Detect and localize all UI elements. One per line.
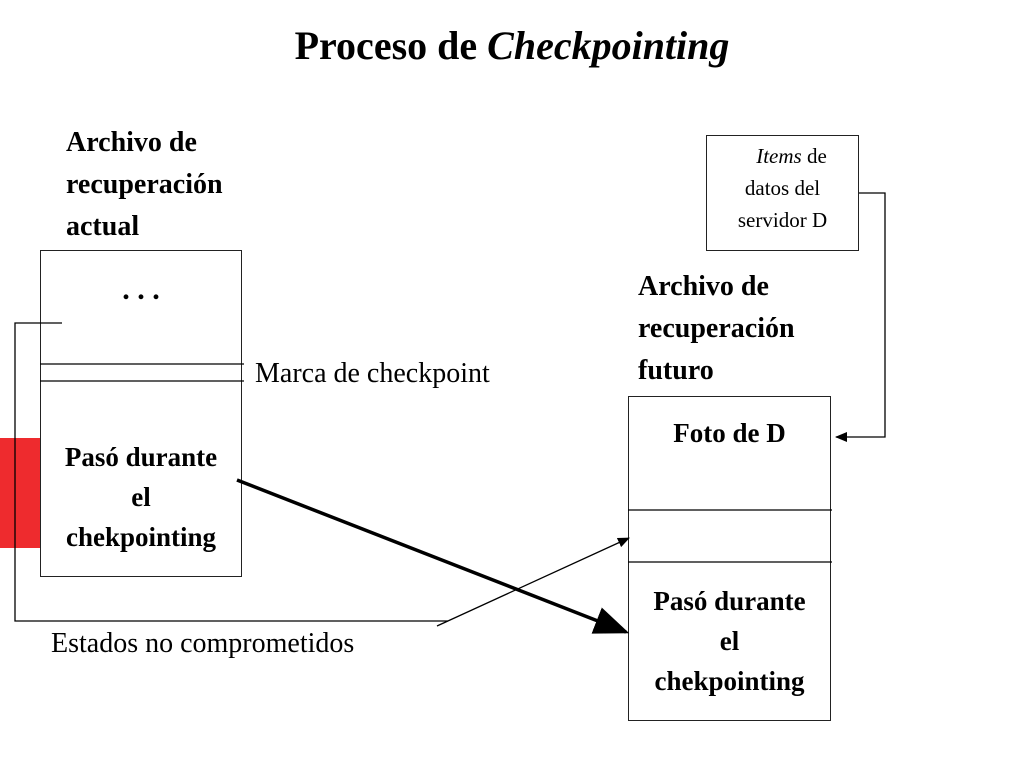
current-file-heading: Archivo de recuperación actual bbox=[66, 122, 223, 248]
current-file-section-line-3: chekpointing bbox=[65, 522, 217, 552]
checkpoint-mark-label: Marca de checkpoint bbox=[255, 358, 490, 389]
uncommitted-bracket bbox=[14, 322, 448, 622]
server-items-text: Items de datos del servidor D bbox=[706, 140, 859, 236]
current-file-heading-line-2: recuperación bbox=[66, 169, 223, 200]
server-items-rest: de bbox=[801, 144, 827, 168]
future-file-heading-line-2: recuperación bbox=[638, 313, 795, 344]
future-file-section: Pasó durante el chekpointing bbox=[628, 581, 831, 701]
current-file-section-line-1: Pasó durante bbox=[64, 442, 218, 472]
future-file-section-line-1: Pasó durante bbox=[653, 586, 806, 616]
page-title: Proceso de Checkpointing bbox=[0, 22, 1024, 69]
current-file-heading-line-1: Archivo de bbox=[66, 127, 197, 158]
current-file-box bbox=[40, 250, 242, 577]
server-items-box bbox=[706, 135, 859, 251]
title-prefix: Proceso de bbox=[294, 23, 488, 68]
current-file-section-line-2: el bbox=[131, 482, 151, 512]
title-italic: Checkpointing bbox=[487, 23, 730, 68]
current-file-ellipsis: . . . bbox=[122, 273, 160, 306]
server-items-italic: Items bbox=[756, 144, 802, 168]
current-file-heading-line-3: actual bbox=[66, 211, 140, 242]
replay-arrow bbox=[236, 478, 630, 634]
future-file-snapshot: Foto de D bbox=[673, 418, 786, 448]
future-file-box bbox=[628, 396, 831, 721]
server-items-line-3: servidor D bbox=[737, 208, 828, 232]
current-file-section: Pasó durante el chekpointing bbox=[40, 437, 242, 557]
future-file-heading-line-3: futuro bbox=[638, 355, 714, 386]
future-file-section-line-3: chekpointing bbox=[654, 666, 805, 696]
uncommitted-arrow bbox=[436, 537, 630, 627]
future-file-section-line-2: el bbox=[719, 626, 740, 656]
server-items-line-2: datos del bbox=[744, 176, 821, 200]
future-file-heading-line-1: Archivo de bbox=[638, 271, 769, 302]
uncommitted-states-label: Estados no comprometidos bbox=[51, 628, 355, 659]
future-file-heading: Archivo de recuperación futuro bbox=[638, 266, 795, 392]
server-connector bbox=[835, 192, 886, 442]
